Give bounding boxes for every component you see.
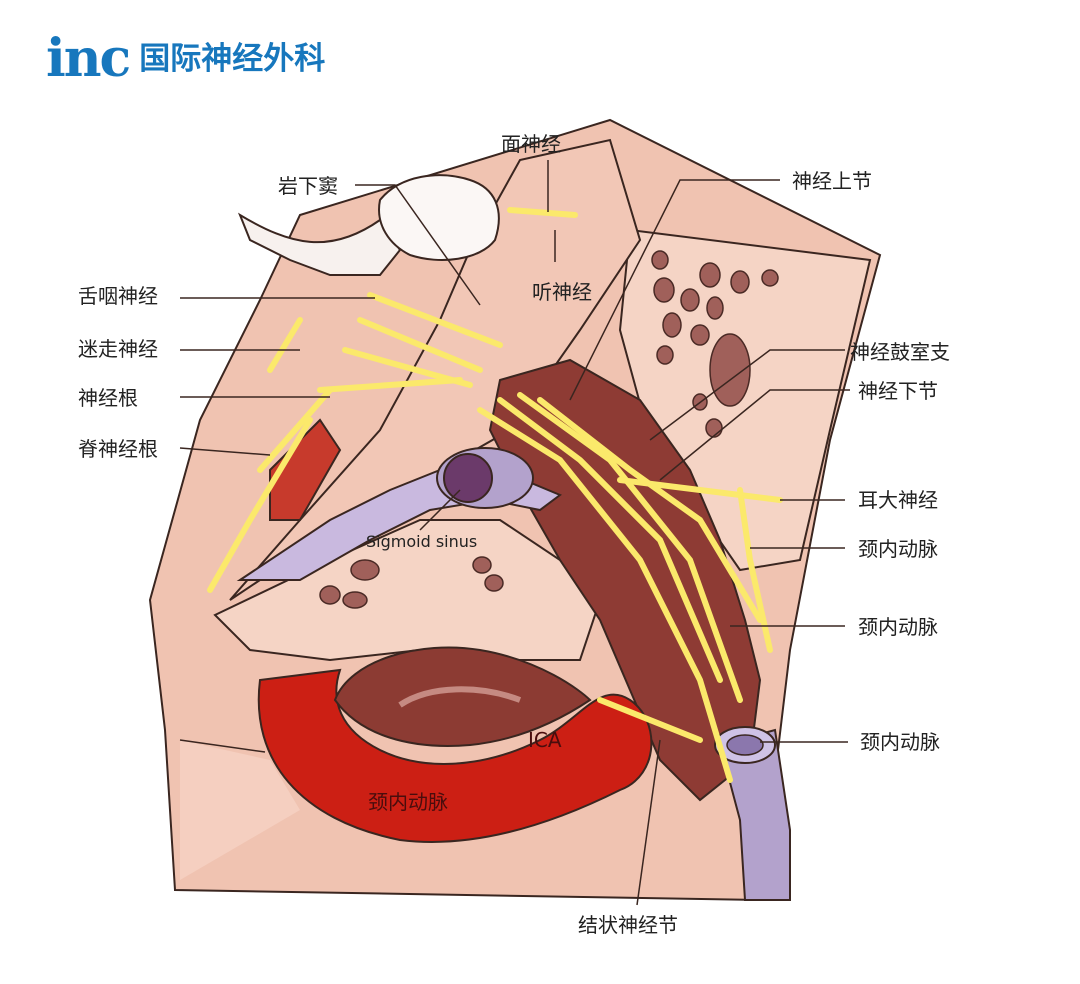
label-ica-3: 颈内动脉 xyxy=(860,730,940,754)
label-superior-ganglion: 神经上节 xyxy=(792,169,872,193)
sigmoid-sinus-inner xyxy=(443,453,493,503)
label-ica-on-vessel-cn: 颈内动脉 xyxy=(368,790,448,814)
label-spinal-nerve-roots: 脊神经根 xyxy=(78,437,158,461)
label-ica-on-vessel: ICA xyxy=(528,728,562,752)
label-tympanic-branch: 神经鼓室支 xyxy=(850,340,950,364)
label-sigmoid-sinus: Sigmoid sinus xyxy=(366,532,478,551)
lower-neck-skin xyxy=(180,740,300,880)
nerve-bundle xyxy=(207,207,783,783)
label-great-auricular-nerve: 耳大神经 xyxy=(858,488,938,512)
label-inferior-ganglion: 神经下节 xyxy=(858,379,938,403)
brand-header: inc 国际神经外科 xyxy=(46,28,326,89)
label-facial-nerve: 面神经 xyxy=(501,132,561,156)
brand-name: 国际神经外科 xyxy=(139,40,326,77)
label-glossopharyngeal-nerve: 舌咽神经 xyxy=(78,284,158,308)
brain-tissue xyxy=(237,212,402,276)
label-vagus-nerve: 迷走神经 xyxy=(78,337,158,361)
label-vestibulocochlear-nerve: 听神经 xyxy=(532,280,592,304)
left-muscle xyxy=(269,418,342,521)
ica-inner-highlight xyxy=(398,686,522,708)
leader-lines xyxy=(179,160,850,906)
label-inferior-petrosal-sinus: 岩下窦 xyxy=(278,174,338,198)
muscle-mass xyxy=(488,358,762,802)
labyrinth xyxy=(378,174,500,261)
jugular-vein xyxy=(718,728,791,901)
label-ica-2: 颈内动脉 xyxy=(858,615,938,639)
label-ica-1: 颈内动脉 xyxy=(858,537,938,561)
inc-logo: inc xyxy=(46,28,131,89)
label-nodose-ganglion: 结状神经节 xyxy=(578,913,678,937)
occipital-air-cells xyxy=(319,556,504,609)
label-nerve-roots: 神经根 xyxy=(78,386,138,410)
ica-inner-shadow xyxy=(333,646,592,747)
jugular-vein-inner xyxy=(726,734,764,756)
occipital-bone xyxy=(213,519,602,662)
